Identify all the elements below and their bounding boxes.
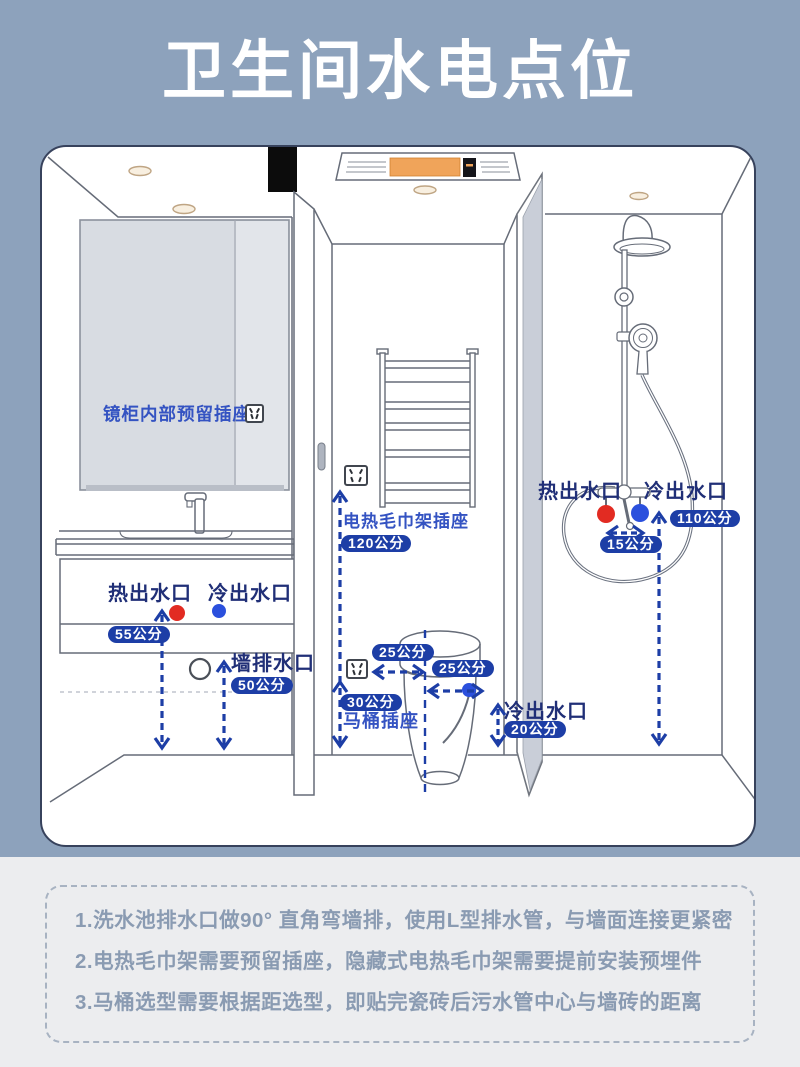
vanity-cold-label: 冷出水口 (208, 583, 292, 605)
note-line: 1.洗水池排水口做90° 直角弯墙排，使用L型排水管，与墙面连接更紧密 (75, 909, 733, 932)
toilet-offset-right-badge: 25公分 (432, 660, 494, 677)
wall-drain-label: 墙排水口 (231, 653, 315, 675)
toilet-socket-height-badge: 30公分 (340, 694, 402, 711)
shower-hot-label: 热出水口 (538, 481, 622, 503)
shower-set (561, 214, 695, 584)
mirror-cabinet (79, 219, 290, 491)
shower-height-badge: 110公分 (670, 510, 740, 527)
note-line: 2.电热毛巾架需要预留插座，隐藏式电热毛巾架需要提前安装预埋件 (75, 949, 703, 973)
towel-rack-socket-icon (344, 465, 368, 486)
doorway (293, 190, 326, 796)
shower-cold-dot (631, 504, 649, 522)
vanity-hot-label: 热出水口 (108, 583, 192, 605)
shower-hot-dot (597, 505, 615, 523)
bath-heater (335, 152, 521, 181)
notes-box: 1.洗水池排水口做90° 直角弯墙排，使用L型排水管，与墙面连接更紧密 2.电热… (45, 885, 755, 1043)
mirror-socket-label: 镜柜内部预留插座 (103, 404, 251, 424)
toilet-cold-label: 冷出水口 (504, 701, 588, 723)
diagram-panel (40, 145, 756, 847)
vanity-hot-dot (169, 605, 185, 621)
vanity-hot-height-badge: 55公分 (108, 626, 170, 643)
towel-rack-height-badge: 120公分 (341, 535, 412, 552)
page-title: 卫生间水电点位 (162, 35, 638, 107)
toilet-offset-left-badge: 25公分 (372, 644, 434, 661)
bathroom-line-art (47, 147, 754, 803)
vanity-cold-dot (212, 604, 226, 618)
note-line: 3.马桶选型需要根据距选型，即贴完瓷砖后污水管中心与墙砖的距离 (75, 990, 703, 1014)
mirror-socket-icon (245, 404, 264, 423)
glass-partition (516, 171, 543, 798)
door-handle (317, 442, 326, 471)
shower-cold-label: 冷出水口 (644, 481, 728, 503)
shower-gap-badge: 15公分 (600, 536, 662, 553)
wall-drain-height-badge: 50公分 (231, 677, 293, 694)
toilet-socket-label: 马桶插座 (343, 711, 419, 731)
towel-rack (376, 348, 479, 508)
toilet-socket-icon (346, 659, 368, 679)
downlight-icons (128, 165, 649, 215)
ceiling-gap (268, 147, 297, 192)
toilet-cold-height-badge: 20公分 (504, 721, 566, 738)
towel-rack-socket-label: 电热毛巾架插座 (343, 512, 469, 531)
